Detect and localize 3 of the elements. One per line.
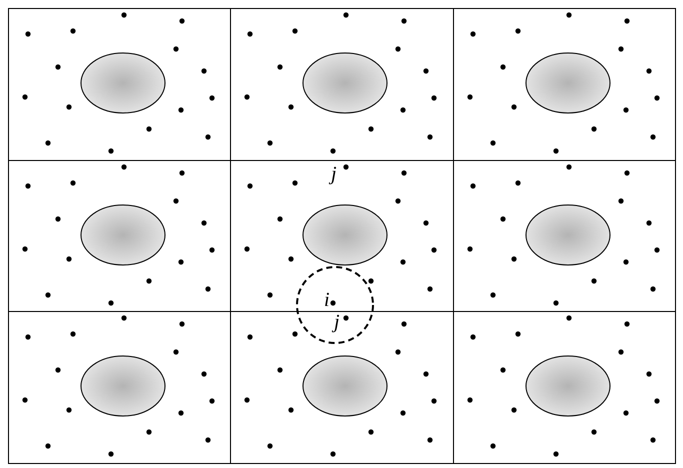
particle-label: j	[334, 312, 340, 332]
particle-label: j	[331, 164, 337, 184]
particle-label: i	[324, 290, 330, 310]
